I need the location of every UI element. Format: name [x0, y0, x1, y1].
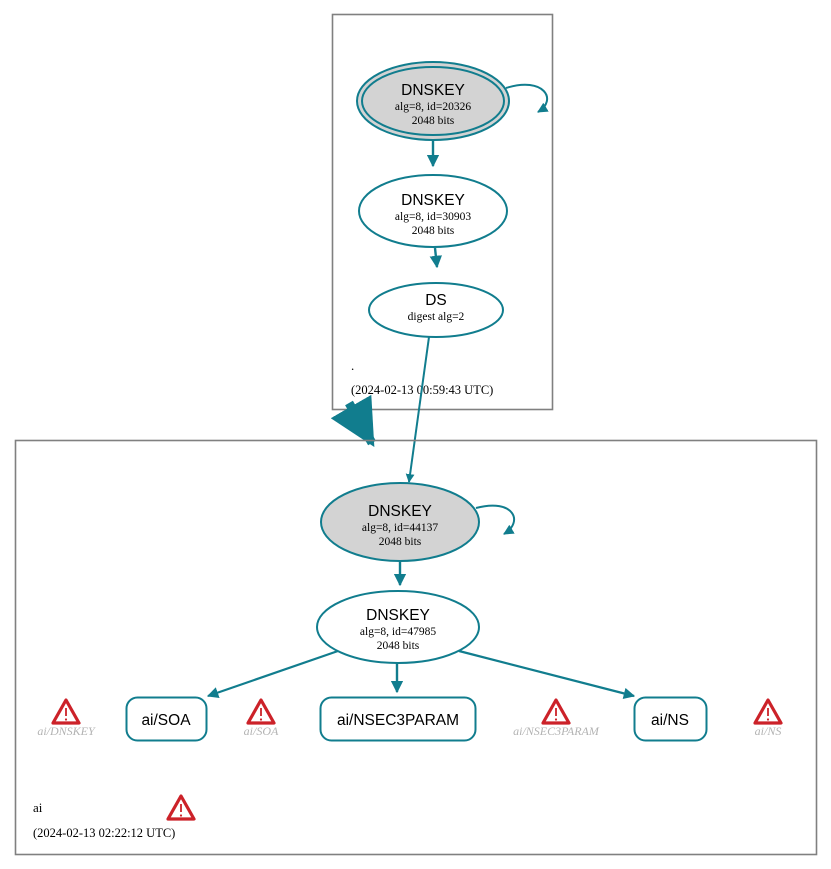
node-digestinfo: digest alg=2 — [408, 311, 465, 323]
error-marker-ai-dnskey[interactable]: ai/DNSKEY — [37, 698, 96, 738]
edge-delegation-root-to-ai — [330, 394, 376, 448]
node-title: DNSKEY — [401, 82, 465, 99]
node-title: DS — [425, 292, 447, 309]
node-ai-zsk-dnskey[interactable]: DNSKEY alg=8, id=47985 2048 bits — [316, 590, 480, 664]
node-keysize: 2048 bits — [379, 536, 422, 548]
node-keyinfo: alg=8, id=44137 — [362, 522, 438, 534]
rrset-ai-nsec3param[interactable]: ai/NSEC3PARAM — [319, 696, 477, 742]
warning-triangle-icon — [166, 794, 196, 821]
error-marker-ai-ns[interactable]: ai/NS — [753, 698, 783, 738]
node-ellipse — [368, 282, 504, 338]
rrset-box — [125, 696, 208, 742]
warning-triangle-icon — [541, 698, 571, 725]
node-title: DNSKEY — [401, 192, 465, 209]
edge-ai-zsk-to-ns — [458, 649, 636, 699]
error-label: ai/DNSKEY — [37, 724, 96, 738]
node-keyinfo: alg=8, id=30903 — [395, 211, 471, 223]
edge-ds-to-ai-dnskey — [405, 336, 430, 483]
error-marker-ai-nsec3param[interactable]: ai/NSEC3PARAM — [513, 698, 600, 738]
zone-error-icon-ai[interactable] — [166, 794, 196, 821]
node-keysize: 2048 bits — [377, 640, 420, 652]
edge-ai-ksk-self-signature — [475, 504, 515, 535]
warning-triangle-icon — [753, 698, 783, 725]
node-root-ds[interactable]: DS digest alg=2 — [368, 282, 504, 338]
rrset-box — [633, 696, 708, 742]
node-keysize: 2048 bits — [412, 115, 455, 127]
zone-border-root — [331, 13, 554, 411]
rrset-label: ai/NSEC3PARAM — [337, 712, 459, 729]
node-ellipse — [358, 174, 508, 248]
error-marker-ai-soa[interactable]: ai/SOA — [244, 698, 279, 738]
error-label: ai/SOA — [244, 724, 279, 738]
rrset-box — [319, 696, 477, 742]
warning-triangle-icon — [246, 698, 276, 725]
error-label: ai/NSEC3PARAM — [513, 724, 600, 738]
node-keyinfo: alg=8, id=47985 — [360, 626, 436, 638]
warning-triangle-icon — [51, 698, 81, 725]
node-title: DNSKEY — [368, 503, 432, 520]
rrset-label: ai/NS — [651, 712, 689, 729]
node-keysize: 2048 bits — [412, 225, 455, 237]
zone-name-root: . — [351, 358, 354, 373]
zone-name-ai: ai — [33, 800, 43, 815]
edge-root-ksk-self-signature — [505, 83, 549, 113]
edge-ai-zsk-to-soa — [206, 649, 339, 699]
rrset-ai-ns[interactable]: ai/NS — [633, 696, 708, 742]
edge-root-zsk-to-ds — [429, 247, 443, 269]
node-root-ksk-dnskey[interactable]: DNSKEY alg=8, id=20326 2048 bits — [356, 61, 510, 141]
zone-timestamp-ai: (2024-02-13 02:22:12 UTC) — [33, 826, 175, 840]
node-ai-ksk-dnskey[interactable]: DNSKEY alg=8, id=44137 2048 bits — [320, 482, 480, 562]
zone-box-ai: ai (2024-02-13 02:22:12 UTC) — [14, 439, 818, 856]
node-keyinfo: alg=8, id=20326 — [395, 101, 471, 113]
node-root-zsk-dnskey[interactable]: DNSKEY alg=8, id=30903 2048 bits — [358, 174, 508, 248]
error-label: ai/NS — [755, 724, 782, 738]
node-ellipse — [320, 482, 480, 562]
rrset-label: ai/SOA — [141, 712, 191, 729]
zone-border-ai — [14, 439, 818, 856]
node-title: DNSKEY — [366, 607, 430, 624]
rrset-ai-soa[interactable]: ai/SOA — [125, 696, 208, 742]
node-inner-ellipse — [361, 66, 505, 136]
